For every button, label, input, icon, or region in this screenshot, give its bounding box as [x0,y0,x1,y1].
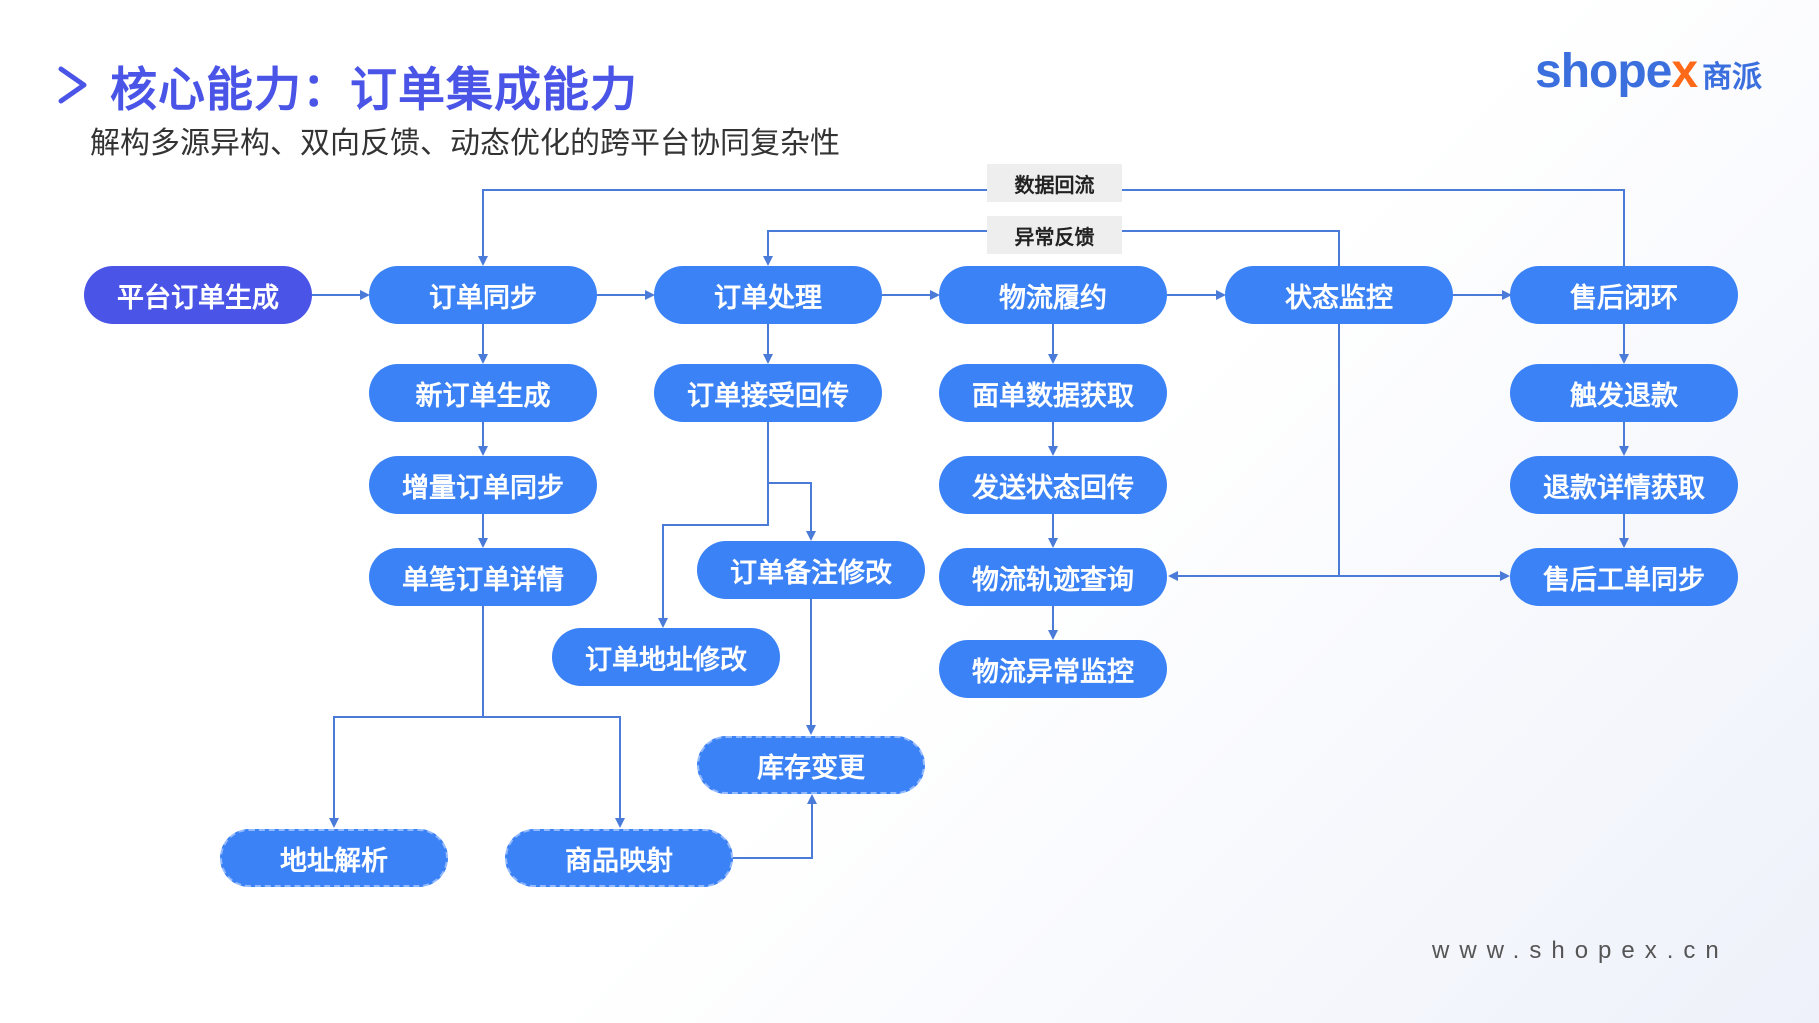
node-tracking-query: 物流轨迹查询 [939,548,1167,606]
node-after-sales: 售后闭环 [1510,266,1738,324]
page-subtitle: 解构多源异构、双向反馈、动态优化的跨平台协同复杂性 [90,127,840,160]
edge-accept-to-address-edit [658,422,769,628]
page-title: 核心能力：订单集成能力 [110,62,638,116]
edge-detail-to-address [329,606,484,828]
node-logistics: 物流履约 [939,266,1167,324]
node-platform-order: 平台订单生成 [84,266,312,324]
node-order-sync: 订单同步 [369,266,597,324]
edge-detail-to-product [483,716,625,828]
node-order-process: 订单处理 [654,266,882,324]
edge-accept-to-note-edit [768,482,816,541]
node-waybill-fetch: 面单数据获取 [939,364,1167,422]
edge-product-to-inventory [731,794,817,859]
logo-chinese: 商派 [1702,61,1763,94]
node-new-order: 新订单生成 [369,364,597,422]
flow-label-data-return: 数据回流 [987,164,1122,202]
flow-label-exception-feedback: 异常反馈 [987,216,1122,254]
node-after-sales-sync: 售后工单同步 [1510,548,1738,606]
node-logistics-exception: 物流异常监控 [939,640,1167,698]
title-row: 核心能力：订单集成能力 [58,50,638,120]
node-order-address-edit: 订单地址修改 [552,628,780,686]
footer-url: www.shopex.cn [1432,937,1729,964]
node-refund-detail: 退款详情获取 [1510,456,1738,514]
logo-wordmark: shope [1535,45,1672,98]
node-shipping-status: 发送状态回传 [939,456,1167,514]
node-status-monitor: 状态监控 [1225,266,1453,324]
chevron-right-icon [58,66,87,104]
node-product-mapping: 商品映射 [505,829,733,887]
node-order-detail: 单笔订单详情 [369,548,597,606]
logo-x-mark: x [1671,45,1699,98]
node-address-parse: 地址解析 [220,829,448,887]
node-inventory-change: 库存变更 [697,736,925,794]
node-trigger-refund: 触发退款 [1510,364,1738,422]
node-incremental-sync: 增量订单同步 [369,456,597,514]
edge-monitor-to-tracking [1168,324,1340,581]
node-order-note-edit: 订单备注修改 [697,541,925,599]
node-order-accept: 订单接受回传 [654,364,882,422]
